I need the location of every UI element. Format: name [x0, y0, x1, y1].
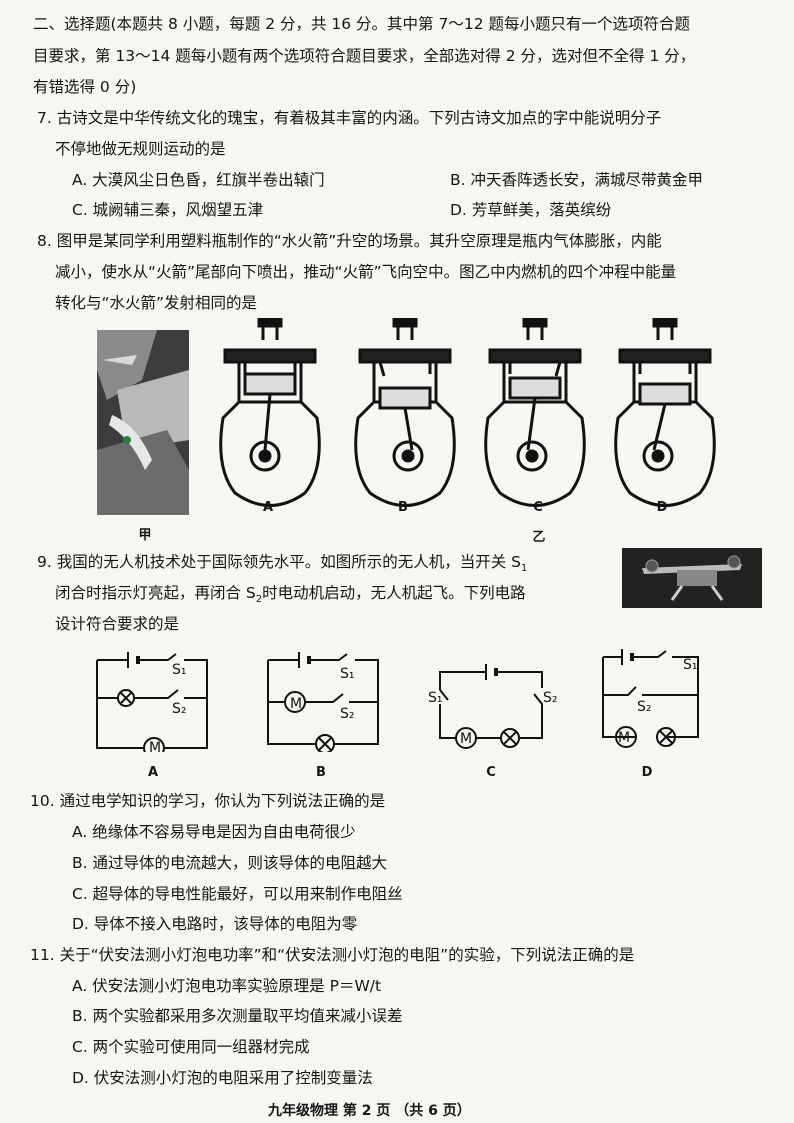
q11-option-c[interactable]: C. 两个实验可使用同一组器材完成 — [72, 1038, 310, 1056]
engine-stroke-b[interactable] — [350, 318, 460, 518]
q11-option-a[interactable]: A. 伏安法测小灯泡电功率实验原理是 P＝W/t — [72, 977, 382, 995]
engine-stroke-c[interactable] — [480, 318, 590, 518]
circuit-b[interactable] — [263, 652, 383, 752]
circuit-c-s1-label: S₁ — [428, 690, 443, 706]
q9-stem-1: 9. 我国的无人机技术处于国际领先水平。如图所示的无人机，当开关 S1 — [37, 553, 528, 575]
q10-option-c[interactable]: C. 超导体的导电性能最好，可以用来制作电阻丝 — [72, 885, 403, 903]
q10-option-d[interactable]: D. 导体不接入电路时，该导体的电阻为零 — [72, 915, 358, 933]
circuit-b-s1-label: S₁ — [340, 666, 355, 682]
page-footer: 九年级物理 第 2 页 （共 6 页） — [268, 1103, 471, 1119]
q10-option-b[interactable]: B. 通过导体的电流越大，则该导体的电阻越大 — [72, 854, 387, 872]
circuit-c-s2-label: S₂ — [543, 690, 558, 706]
section-line-1: 二、选择题(本题共 8 小题，每题 2 分，共 16 分。其中第 7～12 题每… — [33, 15, 690, 33]
circuit-d-motor-label: M — [618, 730, 631, 746]
engine-label-d: D — [656, 500, 668, 515]
circuit-d[interactable] — [598, 645, 708, 750]
engine-label-b: B — [398, 500, 408, 515]
circuit-a-s2-label: S₂ — [172, 701, 187, 717]
circuit-b-s2-label: S₂ — [340, 706, 355, 722]
circuit-a-motor-label: M — [149, 740, 162, 756]
q11-stem: 11. 关于“伏安法测小灯泡电功率”和“伏安法测小灯泡的电阻”的实验，下列说法正… — [30, 946, 635, 964]
circuit-a[interactable] — [92, 652, 212, 752]
q11-option-d[interactable]: D. 伏安法测小灯泡的电阻采用了控制变量法 — [72, 1069, 373, 1087]
circuit-label-d: D — [641, 765, 653, 780]
circuit-c-motor-label: M — [460, 731, 473, 747]
q9-stem-3: 设计符合要求的是 — [55, 615, 180, 633]
q7-option-c[interactable]: C. 城阙辅三秦，风烟望五津 — [72, 201, 264, 219]
q10-stem: 10. 通过电学知识的学习，你认为下列说法正确的是 — [30, 792, 386, 810]
q7-option-d[interactable]: D. 芳草鲜美，落英缤纷 — [450, 201, 612, 219]
section-line-2: 目要求，第 13～14 题每小题有两个选项符合题目要求，全部选对得 2 分，选对… — [33, 47, 696, 65]
q9-stem-2: 闭合时指示灯亮起，再闭合 S2时电动机启动，无人机起飞。下列电路 — [55, 584, 526, 606]
circuit-d-s1-label: S₁ — [683, 657, 698, 673]
label-jia: 甲 — [138, 528, 152, 543]
engine-label-a: A — [262, 500, 274, 515]
circuit-label-a: A — [147, 765, 159, 780]
circuit-c[interactable] — [430, 660, 560, 750]
q7-option-b[interactable]: B. 冲天香阵透长安，满城尽带黄金甲 — [450, 171, 703, 189]
q8-stem-2: 减小，使水从“火箭”尾部向下喷出，推动“火箭”飞向空中。图乙中内燃机的四个冲程中… — [55, 263, 677, 281]
q11-option-b[interactable]: B. 两个实验都采用多次测量取平均值来减小误差 — [72, 1007, 403, 1025]
circuit-b-motor-label: M — [290, 696, 303, 712]
section-line-3: 有错选得 0 分) — [33, 78, 137, 96]
engine-stroke-a[interactable] — [215, 318, 325, 518]
engine-label-c: C — [533, 500, 543, 515]
q7-stem-1: 7. 古诗文是中华传统文化的瑰宝，有着极其丰富的内涵。下列古诗文加点的字中能说明… — [37, 109, 662, 127]
circuit-d-s2-label: S₂ — [637, 699, 652, 715]
circuit-label-b: B — [316, 765, 326, 780]
circuit-a-s1-label: S₁ — [172, 662, 187, 678]
q7-option-a[interactable]: A. 大漠风尘日色昏，红旗半卷出辕门 — [72, 171, 325, 189]
drone-photo — [622, 548, 762, 608]
engine-stroke-d[interactable] — [610, 318, 720, 518]
q8-stem-1: 8. 图甲是某同学利用塑料瓶制作的“水火箭”升空的场景。其升空原理是瓶内气体膨胀… — [37, 232, 662, 250]
q8-stem-3: 转化与“水火箭”发射相同的是 — [55, 294, 258, 312]
water-rocket-photo — [97, 330, 189, 515]
label-yi: 乙 — [532, 530, 546, 545]
circuit-label-c: C — [486, 765, 496, 780]
q10-option-a[interactable]: A. 绝缘体不容易导电是因为自由电荷很少 — [72, 823, 356, 841]
q7-stem-2: 不停地做无规则运动的是 — [55, 140, 226, 158]
